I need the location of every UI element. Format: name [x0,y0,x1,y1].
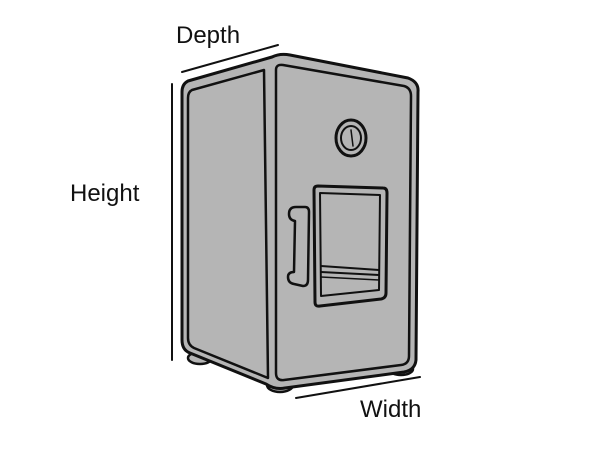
dial-inner [340,125,362,151]
depth-dimension-line [181,44,279,73]
height-label: Height [70,180,140,207]
side-panel [186,68,270,380]
width-dimension-line [295,376,421,399]
dial-needle [350,129,354,147]
door-handle [286,205,311,288]
depth-label: Depth [176,22,241,49]
shelf [320,265,380,271]
door-window [319,192,381,297]
width-label: Width [360,396,422,423]
